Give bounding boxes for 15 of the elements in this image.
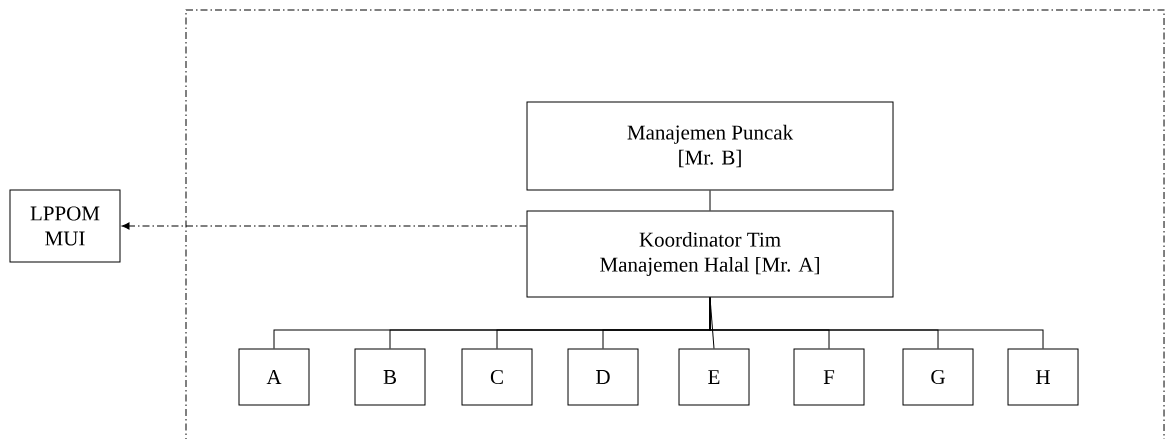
process-box: G [902,348,974,406]
process-box: E [678,348,750,406]
process-box: Manajemen Puncak [Mr. B] [526,101,894,191]
process-box: C [461,348,533,406]
process-box: LPPOM MUI [9,189,121,263]
arrow [121,222,527,230]
connector-line [709,190,711,211]
process-box: F [793,348,865,406]
connector-line [709,297,715,349]
process-box: H [1007,348,1079,406]
process-box: A [238,348,310,406]
process-box: B [354,348,426,406]
process-box: D [567,348,639,406]
process-box: Koordinator Tim Manajemen Halal [Mr. A] [526,210,894,298]
connector-line [709,297,1044,349]
